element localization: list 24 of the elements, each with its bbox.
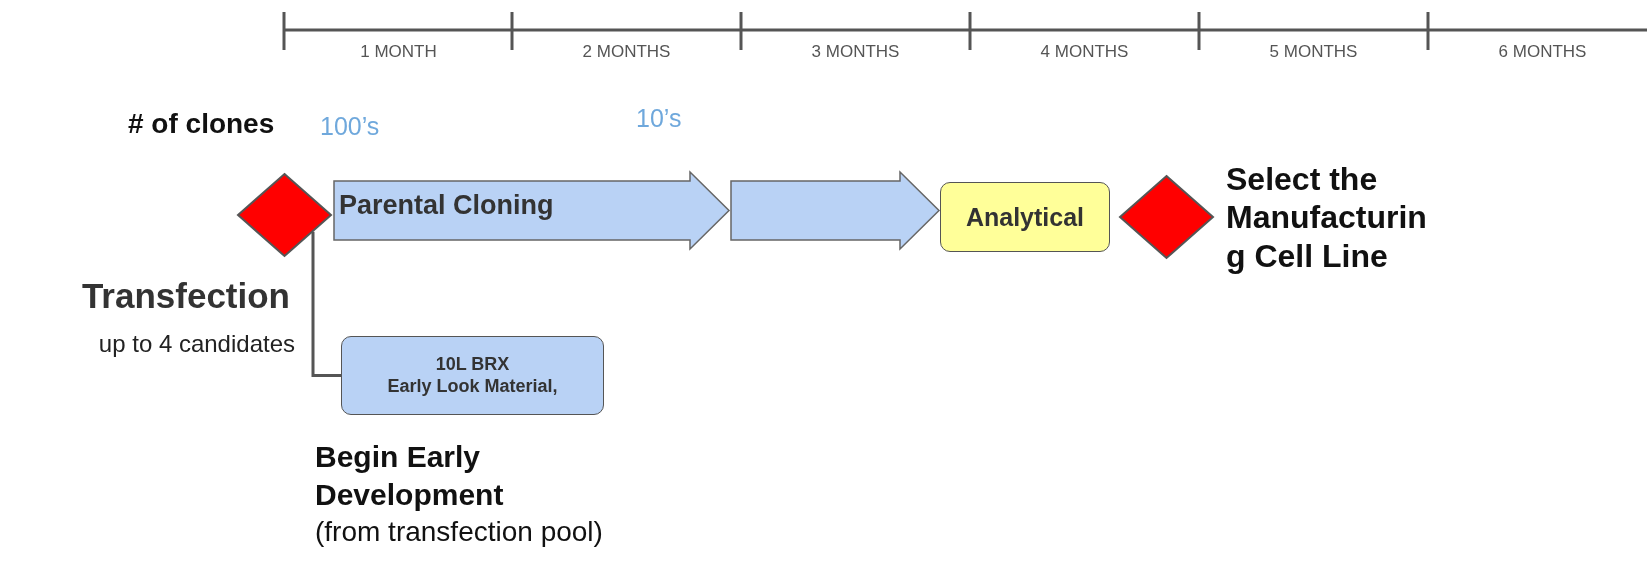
box-label: Analytical [965,202,1085,232]
stage-note: up to 4 candidates [97,330,295,358]
clone-count: 100’s [320,112,381,141]
process-box [341,336,604,415]
box-label: Early Look Material, [387,375,558,398]
process-box [940,182,1110,252]
process-step [333,171,730,250]
milestone-text: Begin Early Development [315,439,505,514]
stage-note: (from transfection pool) [315,516,604,548]
milestone-text: Select the Manufacturing Cell Line [1226,160,1428,276]
connector-line [311,231,341,377]
box-label: 10L BRX [435,353,510,376]
timeline-label: 4 MONTHS [1039,42,1130,62]
milestone-diamond [237,173,332,257]
clone-count: 10’s [636,104,683,133]
timeline-label: 2 MONTHS [581,42,672,62]
timeline-label: 3 MONTHS [810,42,901,62]
box-label: Parental Cloning [339,189,554,222]
timeline-label: 1 MONTH [359,42,438,62]
milestone-diamond [1119,175,1214,259]
stage-title: Transfection [80,276,290,316]
process-step [730,171,940,250]
timeline-label: 5 MONTHS [1268,42,1359,62]
timeline-label: 6 MONTHS [1497,42,1588,62]
